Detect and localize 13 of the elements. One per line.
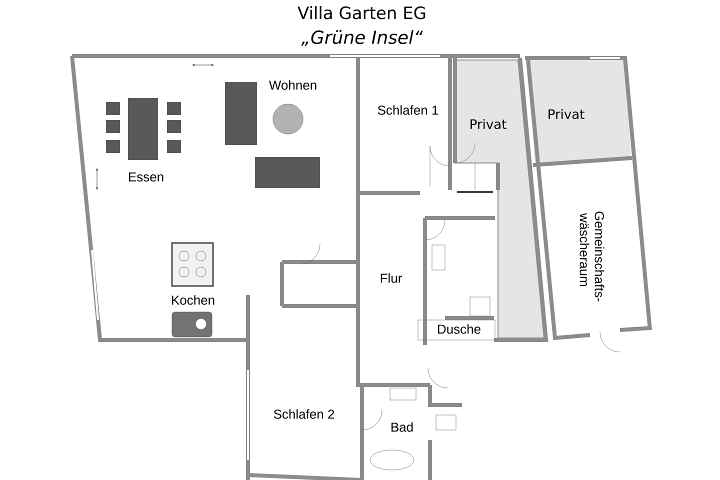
room-label: Schlafen 1: [378, 105, 438, 115]
title: Villa Garten EG: [298, 6, 426, 20]
room-label: Flur: [380, 273, 402, 283]
room-label: Dusche: [438, 324, 480, 334]
subtitle: „Grüne Insel“: [301, 30, 423, 46]
room-label: Wohnen: [268, 80, 316, 90]
room-label: Privat: [470, 118, 506, 130]
room-label: Gemeinschafts- wäscheraum: [580, 212, 604, 302]
room-label: Kochen: [172, 295, 214, 305]
room-label: Bad: [392, 422, 413, 432]
room-label: Essen: [129, 172, 164, 182]
room-label: Privat: [548, 108, 584, 120]
room-label: Schlafen 2: [274, 409, 334, 419]
